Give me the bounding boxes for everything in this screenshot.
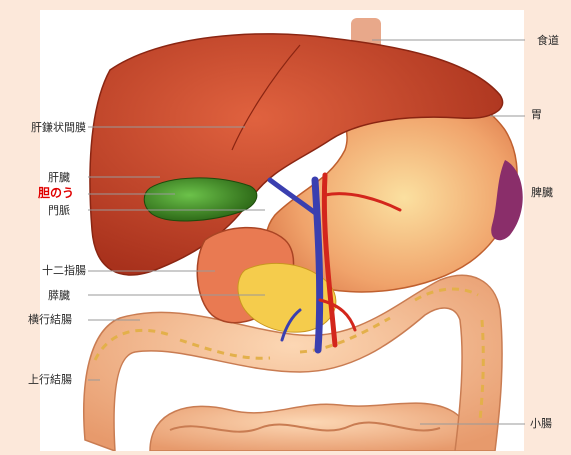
label-falciform-ligament: 肝鎌状間膜 (8, 121, 86, 134)
label-ascending-colon: 上行結腸 (8, 373, 72, 386)
label-spleen: 脾臓 (531, 186, 553, 199)
label-liver: 肝臓 (8, 171, 70, 184)
label-portal-vein: 門脈 (8, 204, 70, 217)
small-intestine-shape (150, 403, 467, 451)
label-esophagus: 食道 (537, 34, 559, 47)
label-pancreas: 膵臓 (8, 289, 70, 302)
label-duodenum: 十二指腸 (8, 264, 86, 277)
label-transverse-colon: 横行結腸 (8, 313, 72, 326)
label-small-intestine: 小腸 (530, 417, 552, 430)
label-stomach: 胃 (531, 108, 542, 121)
label-gallbladder: 胆のう (8, 187, 74, 200)
